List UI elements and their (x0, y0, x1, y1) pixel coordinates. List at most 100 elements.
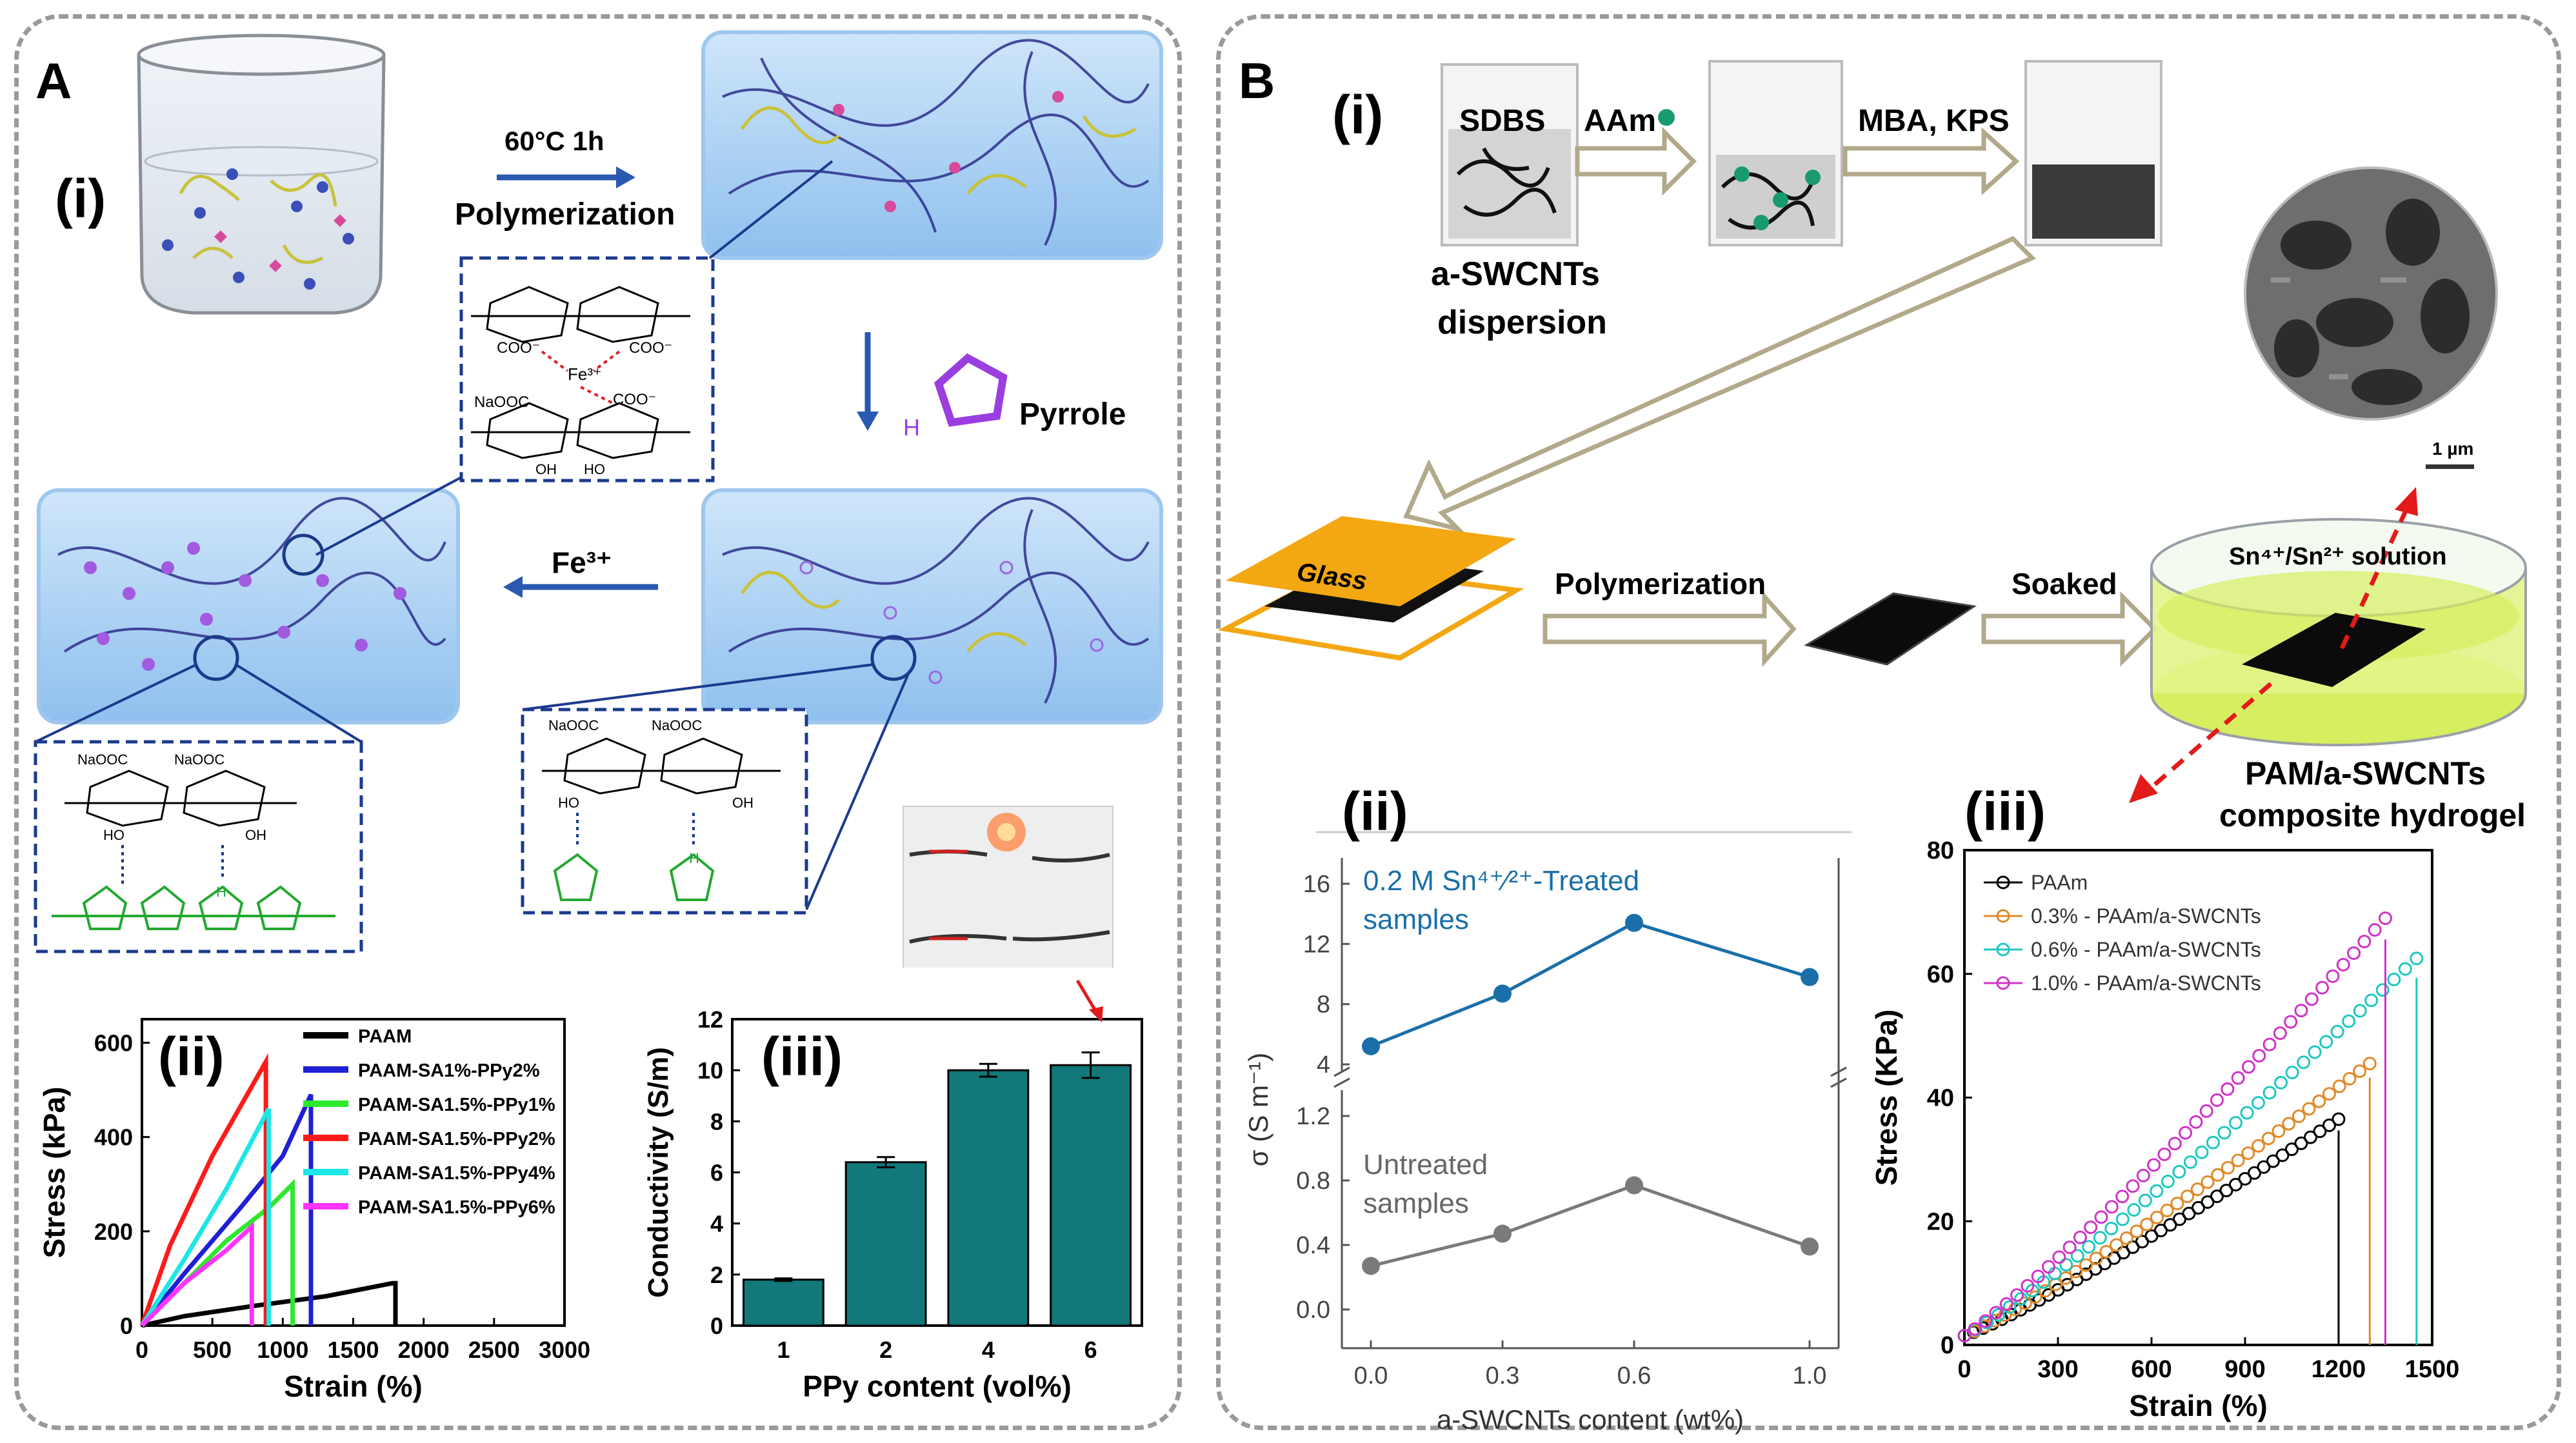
data-point (2210, 1093, 2224, 1107)
data-point (2170, 1197, 2184, 1211)
y-tick-label: 2 (710, 1262, 723, 1288)
data-point (2195, 1145, 2209, 1159)
y-tick-label: 20 (1927, 1208, 1954, 1235)
panel-a-frame (14, 14, 1182, 1430)
data-point (2336, 957, 2350, 971)
data-point (2079, 1258, 2093, 1272)
fe-label: Fe³⁺ (552, 546, 612, 579)
untreated-line (1370, 1183, 1810, 1268)
data-point (2181, 1189, 2195, 1204)
y-axis-label: σ (S m⁻¹) (1243, 1053, 1273, 1166)
chem-top-naooc: NaOOC (474, 393, 530, 411)
y-tick-label: 12 (1303, 931, 1330, 958)
aam-dot-icon (1658, 109, 1675, 126)
x-tick-label: 1200 (2311, 1356, 2366, 1383)
pyrrole-arrow (857, 332, 879, 431)
chem-right-ho: HO (558, 795, 579, 811)
y-axis-label: Stress (kPa) (37, 1087, 71, 1259)
data-point (2353, 1004, 2367, 1018)
data-point (2115, 1212, 2130, 1226)
data-point (2304, 992, 2319, 1006)
series-line (139, 1053, 268, 1327)
x-tick-label: 1500 (327, 1337, 379, 1363)
data-point (2199, 1104, 2213, 1118)
chem-top-coo-1: COO⁻ (497, 339, 541, 357)
x-tick-label: 0.6 (1617, 1362, 1652, 1389)
bar (947, 1069, 1030, 1327)
y-tick-label: 80 (1927, 837, 1954, 864)
y-tick-label: 16 (1303, 871, 1330, 898)
x-tick-label: 0.0 (1354, 1362, 1388, 1389)
y-tick-label: 6 (710, 1160, 723, 1186)
data-point (2160, 1204, 2174, 1218)
data-point (2084, 1220, 2098, 1235)
data-point (2082, 1240, 2096, 1254)
legend-entry: PAAM-SA1.5%-PPy1% (358, 1095, 555, 1115)
data-point (2313, 1124, 2327, 1139)
y-tick-label: 60 (1927, 961, 1954, 988)
chem-top-ho: HO (584, 461, 605, 477)
axis-break (1830, 1077, 1847, 1088)
data-point (2326, 969, 2340, 983)
x-tick-label: 2500 (468, 1337, 520, 1363)
data-point (1968, 1322, 1982, 1336)
chem-left-h: H (216, 884, 226, 900)
mba-kps-label: MBA, KPS (1858, 104, 2010, 138)
legend-entry: PAAm (2031, 871, 2088, 894)
data-point (2262, 1037, 2277, 1051)
beaker-1-icon (1441, 63, 1579, 246)
data-point (2322, 1118, 2336, 1132)
data-point (2094, 1210, 2108, 1224)
dispersion-label-1: a-SWCNTs (1431, 255, 1600, 293)
x-tick-label: 6 (1084, 1337, 1097, 1363)
data-point (2322, 1087, 2336, 1101)
data-point (2115, 1189, 2130, 1204)
x-tick-label: 1000 (257, 1337, 308, 1363)
pyrrole-molecule-icon: H (903, 353, 1008, 441)
panel-b-frame (1216, 14, 2561, 1430)
data-point (2252, 1049, 2266, 1063)
data-point (2161, 1174, 2175, 1188)
panel-b-schematic (1217, 60, 2527, 803)
series-line (140, 1093, 314, 1328)
legend-marker (1996, 909, 2010, 923)
y-tick-label: 0 (1941, 1332, 1954, 1359)
data-point (2221, 1082, 2235, 1096)
chem-top-oh: OH (535, 461, 557, 477)
data-point (2136, 1168, 2150, 1182)
dispersion-label-2: dispersion (1437, 304, 1607, 341)
data-point (2039, 1284, 2053, 1298)
treated-label-2: samples (1363, 904, 1469, 935)
panel-a-label: A (35, 52, 72, 109)
treated-point (1362, 1037, 1380, 1055)
data-point (2291, 1110, 2306, 1124)
untreated-point (1625, 1176, 1643, 1195)
data-point (1980, 1315, 1994, 1329)
data-point (2062, 1240, 2077, 1255)
x-tick-label: 0.3 (1486, 1362, 1520, 1389)
x-tick-label: 1 (777, 1337, 790, 1363)
x-tick-label: 2000 (398, 1337, 450, 1363)
legend-marker (1996, 942, 2010, 957)
data-point (2168, 1137, 2182, 1151)
beaker-3-icon (2024, 60, 2162, 246)
data-point (2042, 1260, 2055, 1274)
data-point (2315, 980, 2330, 995)
data-point (1999, 1297, 2013, 1311)
petri-dish-icon (2150, 518, 2527, 746)
data-point (2302, 1102, 2316, 1116)
data-point (2052, 1250, 2066, 1264)
data-point (2368, 923, 2382, 937)
data-point (2273, 1026, 2287, 1040)
led-photo (903, 806, 1113, 968)
data-point (2179, 1126, 2193, 1140)
data-point (2330, 1024, 2344, 1039)
data-point (2231, 1153, 2245, 1168)
data-point (2070, 1249, 2084, 1263)
data-point (2261, 1131, 2275, 1146)
x-tick-label: 0 (1957, 1356, 1971, 1383)
y-tick-label: 0.8 (1296, 1168, 1330, 1195)
